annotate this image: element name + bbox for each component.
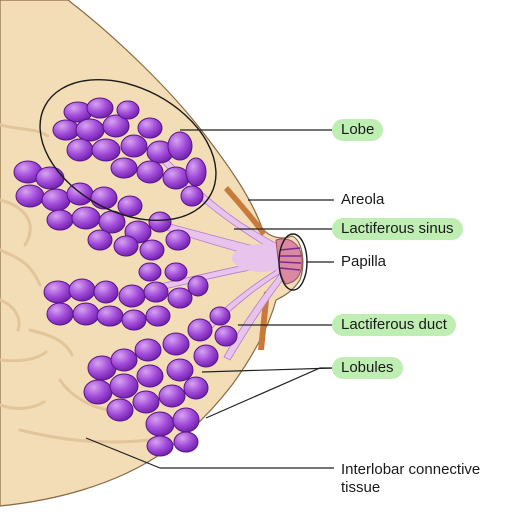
label-interlobar-connective-tissue: Interlobar connective tissue xyxy=(341,461,513,497)
label-lobe: Lobe xyxy=(332,119,383,141)
label-lactiferous-duct: Lactiferous duct xyxy=(332,314,456,336)
label-lobules: Lobules xyxy=(332,357,403,379)
label-lactiferous-sinus: Lactiferous sinus xyxy=(332,218,463,240)
label-papilla: Papilla xyxy=(341,253,386,271)
label-areola: Areola xyxy=(341,191,384,209)
label-interlobar-line2: tissue xyxy=(341,479,513,497)
label-interlobar-line1: Interlobar connective xyxy=(341,461,513,479)
